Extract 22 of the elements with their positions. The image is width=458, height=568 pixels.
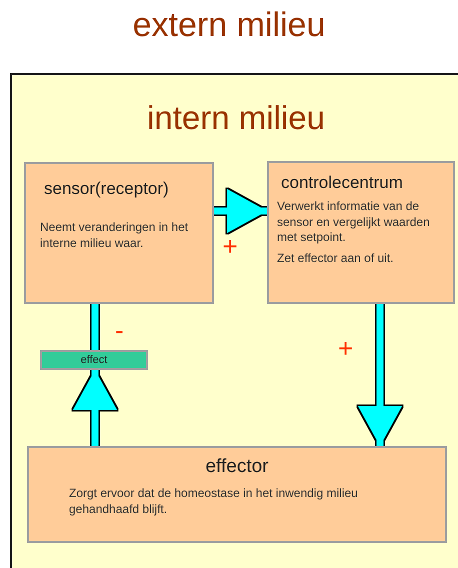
box-heading: sensor(receptor) <box>44 178 170 200</box>
process-box <box>24 162 214 304</box>
process-box <box>267 161 455 304</box>
panel-heading: intern milieu <box>146 98 326 138</box>
arrow <box>358 304 402 446</box>
box-description: Neemt veranderingen in het interne milieu waar. <box>40 220 190 252</box>
process-box <box>27 446 447 543</box>
box-description: Zorgt ervoor dat de homeostase in het inwendig milieu gehandhaafd blijft. <box>69 486 359 518</box>
arrow <box>73 370 117 446</box>
box-heading: effector <box>204 455 270 479</box>
arrow <box>214 189 267 233</box>
edge-label: + <box>338 335 354 361</box>
edge-label: + <box>222 233 238 259</box>
box-description: Zet effector aan of uit. <box>277 251 395 267</box>
box-heading: controlecentrum <box>281 172 404 194</box>
bar-label: effect <box>80 353 108 368</box>
edge-label: - <box>115 317 124 343</box>
connector-line <box>92 304 98 350</box>
title: extern milieu <box>132 6 326 45</box>
environment-panel <box>10 73 458 568</box>
effect-bar <box>40 350 148 370</box>
box-description: Verwerkt informatie van de sensor en vergelijkt waarden met setpoint. <box>277 199 431 246</box>
